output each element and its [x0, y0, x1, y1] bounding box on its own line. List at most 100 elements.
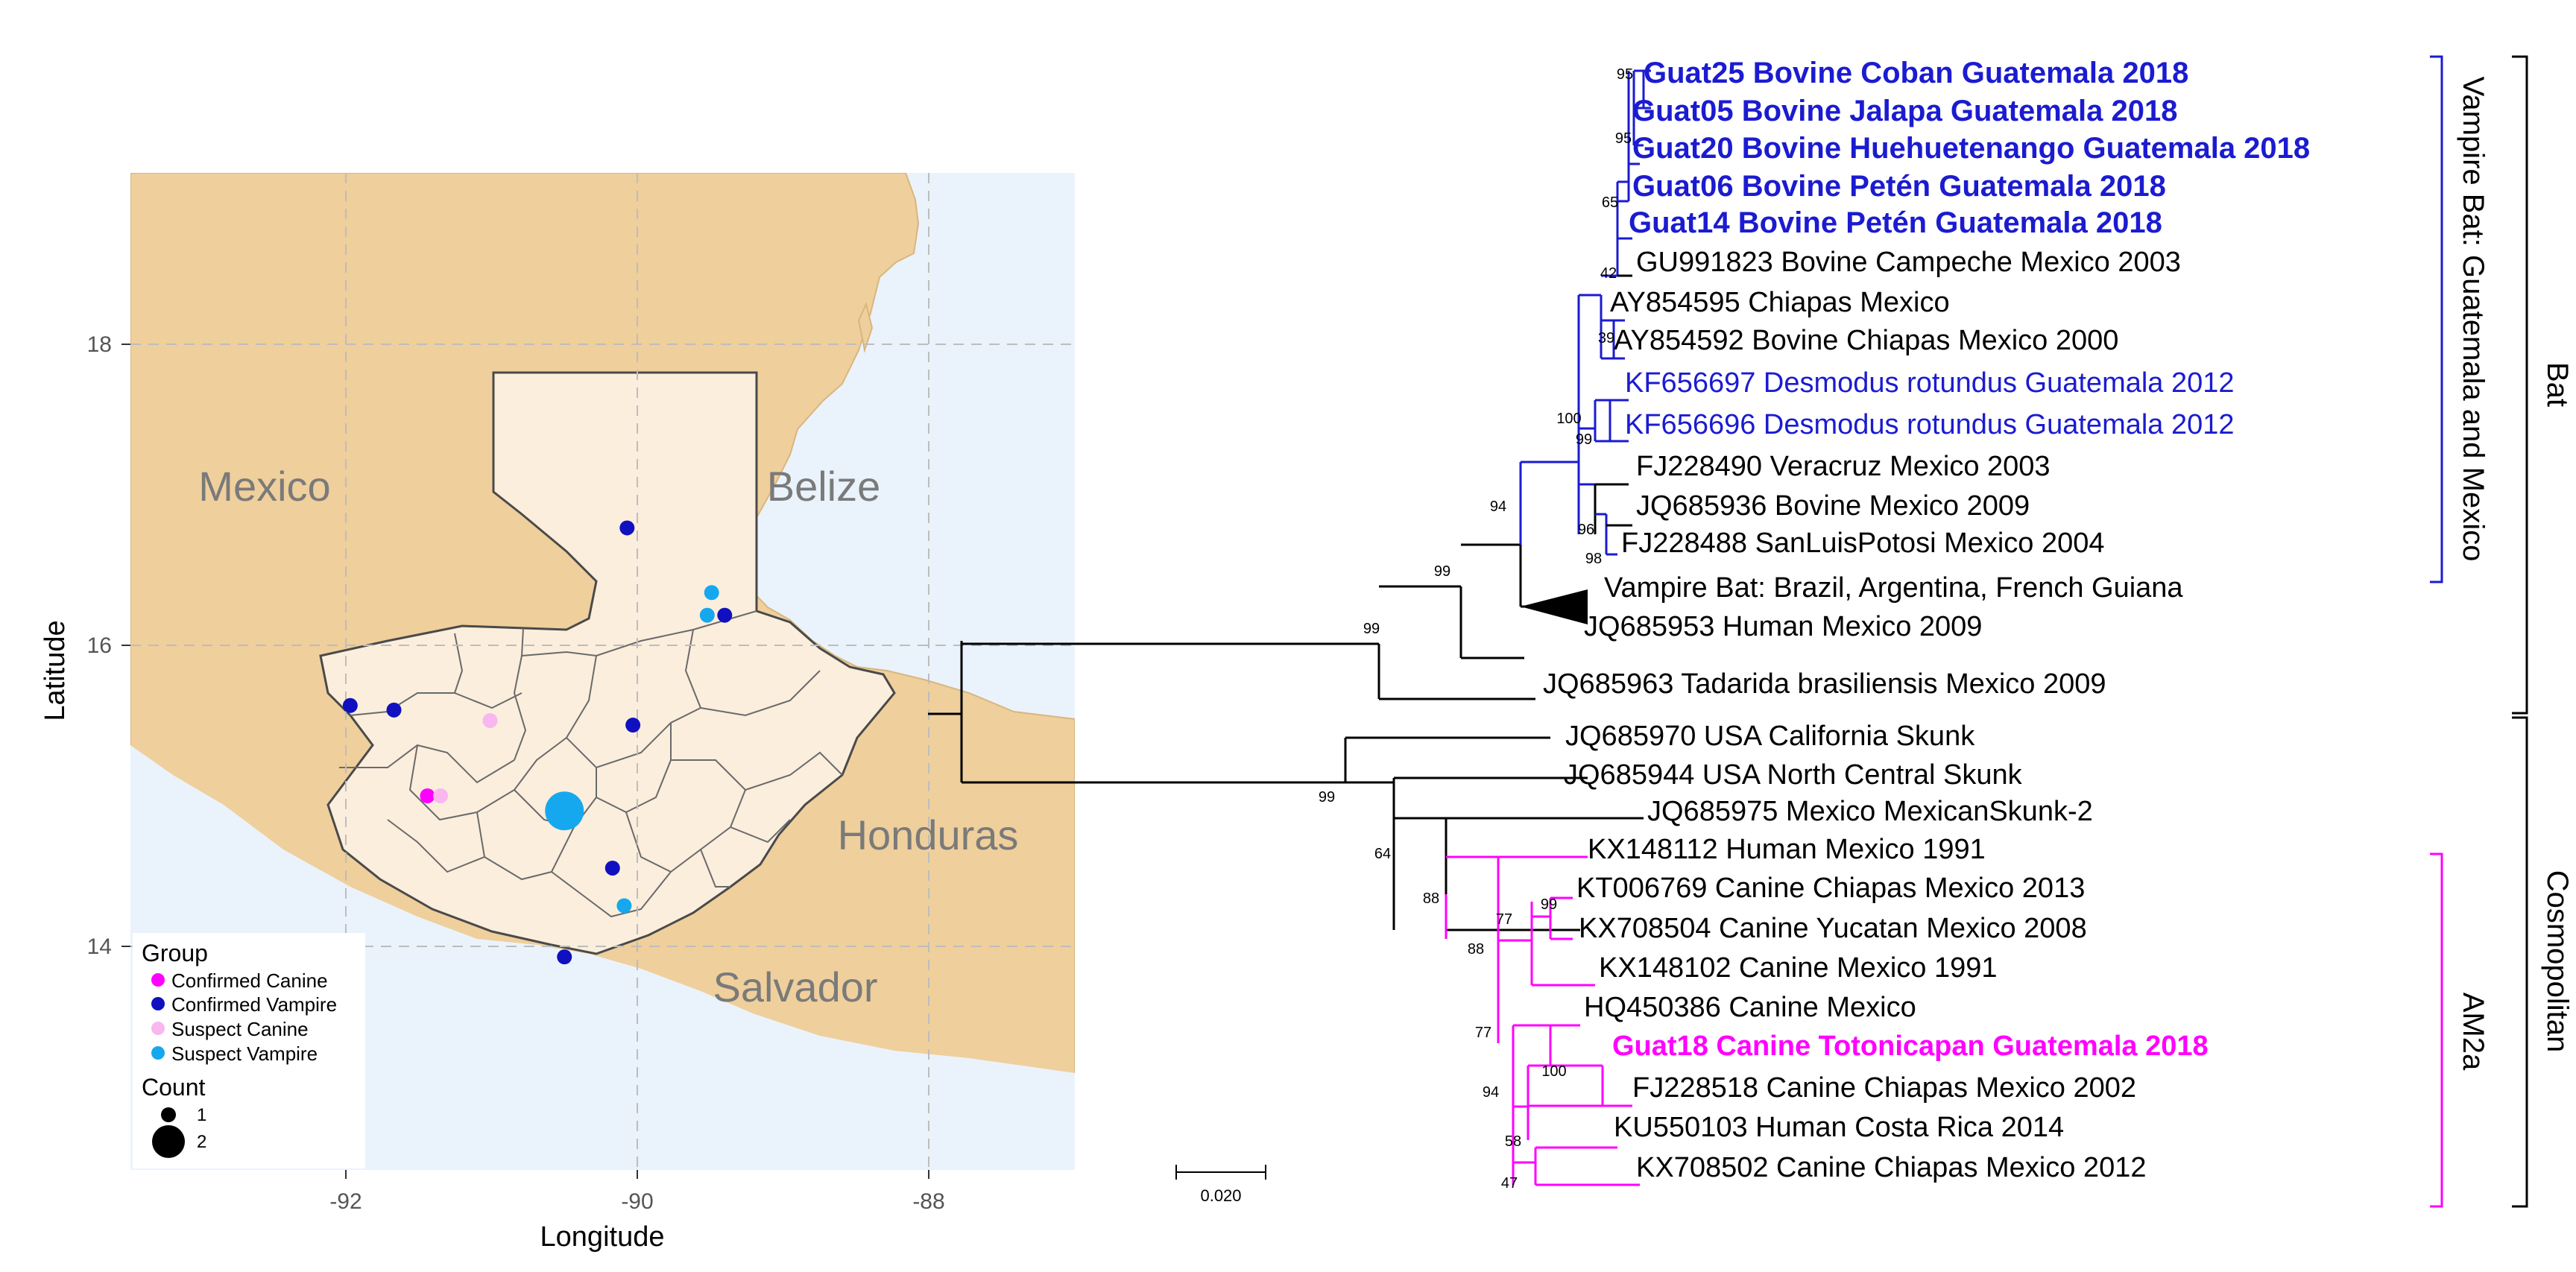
country-label-mexico: Mexico: [198, 463, 330, 510]
bootstrap-value: 47: [1501, 1175, 1518, 1192]
y-tick-label: 18: [87, 332, 112, 357]
taxon-label: Guat05 Bovine Jalapa Guatemala 2018: [1632, 95, 2177, 127]
bootstrap-value: 64: [1374, 846, 1391, 862]
taxon-label: JQ685936 Bovine Mexico 2009: [1636, 490, 2030, 522]
taxon-label: KF656697 Desmodus rotundus Guatemala 201…: [1625, 367, 2235, 399]
legend-count-1-marker: [161, 1107, 176, 1122]
map-legend: Group Confirmed Canine Confirmed Vampire…: [133, 933, 365, 1168]
taxon-label: FJ228490 Veracruz Mexico 2003: [1636, 451, 2051, 482]
map-point-suspect-canine: [433, 788, 449, 803]
x-tick-label: -90: [621, 1189, 653, 1214]
bootstrap-value: 99: [1541, 896, 1557, 913]
bootstrap-value: 100: [1541, 1063, 1566, 1080]
bootstrap-value: 95: [1615, 130, 1632, 147]
bootstrap-value: 99: [1576, 431, 1592, 448]
map-point-suspect-canine: [482, 713, 498, 728]
bootstrap-value: 94: [1483, 1084, 1499, 1101]
tree-branches: [960, 69, 1651, 1186]
map-point-suspect-vampire: [699, 607, 715, 623]
bootstrap-value: 39: [1598, 330, 1614, 347]
country-label-salvador: Salvador: [713, 964, 877, 1010]
yucatan-island: [857, 301, 874, 353]
taxon-label: KX708504 Canine Yucatan Mexico 2008: [1579, 913, 2087, 944]
pacific-ocean: [130, 745, 1075, 1170]
taxon-label: FJ228488 SanLuisPotosi Mexico 2004: [1621, 528, 2105, 559]
bootstrap-value: 42: [1600, 265, 1617, 282]
legend-label: Suspect Vampire: [171, 1042, 318, 1065]
map-point-confirmed-vampire: [717, 607, 733, 623]
taxon-label: KX148102 Canine Mexico 1991: [1599, 952, 1998, 984]
taxon-label: AY854592 Bovine Chiapas Mexico 2000: [1614, 325, 2118, 356]
bootstrap-value: 77: [1496, 911, 1512, 928]
taxon-label: KU550103 Human Costa Rica 2014: [1614, 1112, 2064, 1143]
bootstrap-value: 100: [1556, 411, 1581, 427]
legend-label: Confirmed Vampire: [171, 993, 337, 1016]
taxon-label: Guat25 Bovine Coban Guatemala 2018: [1644, 57, 2188, 89]
x-tick-label: -88: [912, 1189, 944, 1214]
bootstrap-value: 96: [1578, 522, 1594, 538]
taxon-label: JQ685975 Mexico MexicanSkunk-2: [1647, 796, 2093, 827]
map-point-suspect-vampire: [545, 791, 584, 831]
bootstrap-value: 88: [1423, 890, 1439, 907]
map-point-confirmed-vampire: [619, 520, 635, 536]
bootstrap-value: 99: [1363, 621, 1380, 637]
y-tick-label: 16: [87, 633, 112, 658]
taxon-label: Guat14 Bovine Petén Guatemala 2018: [1629, 206, 2162, 239]
bootstrap-value: 58: [1505, 1133, 1521, 1150]
y-axis-label: Latitude: [40, 620, 71, 721]
map-panel: Mexico Belize Honduras Salvador -92 -90 …: [40, 173, 1075, 1253]
legend-count-label: 2: [197, 1132, 206, 1152]
taxon-label: KT006769 Canine Chiapas Mexico 2013: [1576, 873, 2085, 904]
legend-swatch-suspect-canine: [151, 1022, 165, 1035]
legend-label: Confirmed Canine: [171, 969, 328, 992]
taxon-label: GU991823 Bovine Campeche Mexico 2003: [1636, 247, 2181, 278]
clade-label-cosmopolitan: Cosmopolitan: [2541, 870, 2574, 1053]
taxon-label: Guat18 Canine Totonicapan Guatemala 2018: [1612, 1031, 2209, 1062]
taxon-labels: Guat25 Bovine Coban Guatemala 2018Guat05…: [1543, 57, 2310, 1183]
map-point-confirmed-vampire: [604, 860, 620, 876]
clade-label-bat: Bat: [2541, 362, 2574, 407]
legend-count-2-marker: [152, 1125, 185, 1158]
taxon-label: JQ685944 USA North Central Skunk: [1564, 759, 2023, 791]
bootstrap-value: 95: [1617, 66, 1633, 83]
bootstrap-value: 94: [1490, 499, 1506, 515]
clade-label-vampire-bat: Vampire Bat: Guatemala and Mexico: [2457, 77, 2490, 562]
am2a-bracket: [2430, 852, 2443, 1208]
bootstrap-value: 88: [1468, 941, 1484, 958]
taxon-label: Guat20 Bovine Huehuetenango Guatemala 20…: [1632, 132, 2310, 165]
map-point-suspect-vampire: [704, 585, 719, 601]
clade-brackets: [2430, 55, 2528, 1208]
legend-swatch-confirmed-vampire: [151, 997, 165, 1010]
taxon-label: FJ228518 Canine Chiapas Mexico 2002: [1632, 1072, 2136, 1104]
cosmopolitan-bracket: [2512, 716, 2528, 1208]
taxon-label: KF656696 Desmodus rotundus Guatemala 201…: [1625, 409, 2235, 440]
legend-group-title: Group: [142, 940, 208, 966]
taxon-label: Guat06 Bovine Petén Guatemala 2018: [1632, 170, 2166, 203]
map-point-confirmed-vampire: [342, 697, 358, 713]
collapsed-clade-triangle: [1521, 589, 1588, 624]
bat-bracket: [2512, 55, 2528, 715]
guatemala: [319, 371, 896, 955]
map-point-confirmed-canine: [420, 788, 435, 803]
x-tick-label: -92: [329, 1189, 362, 1214]
map-point-confirmed-vampire: [625, 718, 641, 733]
y-tick-label: 14: [87, 934, 112, 959]
clade-label-am2a: AM2a: [2457, 993, 2490, 1071]
legend-count-title: Count: [142, 1074, 206, 1101]
legend-count-label: 1: [197, 1105, 206, 1125]
legend-label: Suspect Canine: [171, 1018, 309, 1040]
x-axis-label: Longitude: [540, 1221, 665, 1253]
taxon-label: JQ685953 Human Mexico 2009: [1584, 611, 1982, 642]
map-point-suspect-vampire: [616, 898, 632, 914]
taxon-label: JQ685970 USA California Skunk: [1565, 721, 1975, 752]
taxon-label: Vampire Bat: Brazil, Argentina, French G…: [1604, 572, 2183, 604]
map-axes: [121, 344, 929, 1179]
bootstrap-value: 99: [1319, 789, 1335, 806]
taxon-label: KX708502 Canine Chiapas Mexico 2012: [1636, 1152, 2146, 1183]
scale-bar: [1175, 1165, 1266, 1180]
taxon-label: KX148112 Human Mexico 1991: [1588, 834, 1986, 865]
country-label-belize: Belize: [767, 463, 881, 510]
bootstrap-value: 99: [1434, 563, 1450, 580]
